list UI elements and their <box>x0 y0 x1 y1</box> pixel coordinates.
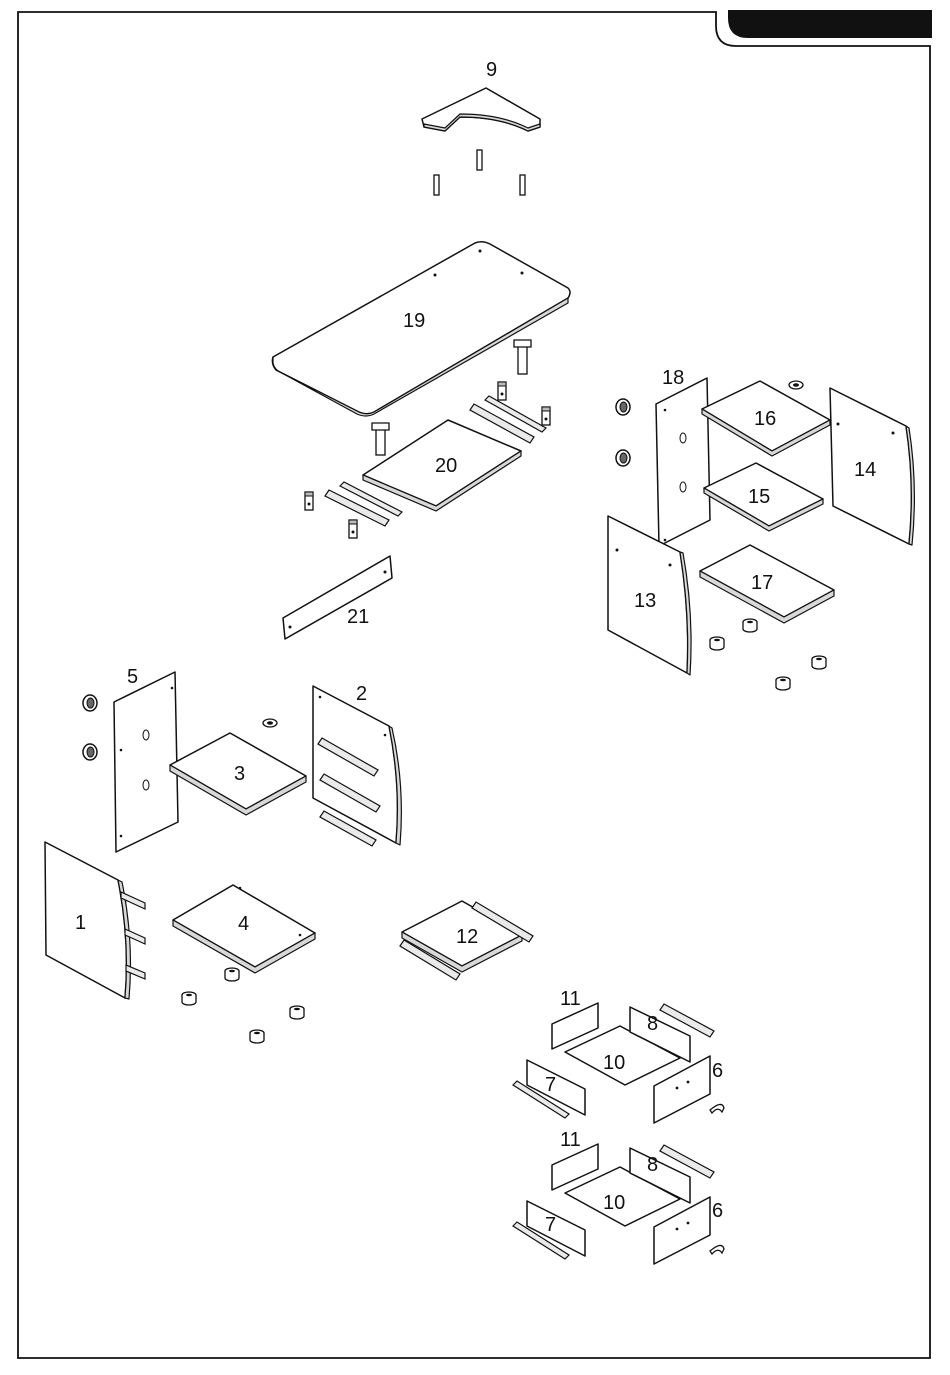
label-part-3: 3 <box>234 763 245 785</box>
drawer-handle <box>710 1104 724 1113</box>
label-part-2: 2 <box>356 683 367 705</box>
label-part-15: 15 <box>748 486 770 508</box>
label-part-16: 16 <box>754 408 776 430</box>
label-part-8: 8 <box>647 1013 658 1035</box>
part-21-back-rail <box>283 556 392 639</box>
dowel-peg <box>434 175 439 195</box>
dowel-peg <box>477 150 482 170</box>
pedestal-assembly <box>45 672 401 1043</box>
label-part-18: 18 <box>662 367 684 389</box>
label-part-13: 13 <box>634 590 656 612</box>
part-18-divider <box>656 378 710 546</box>
label-part-20: 20 <box>435 455 457 477</box>
label-part-11: 11 <box>560 988 581 1010</box>
part-5-inner-panel <box>114 672 178 852</box>
label-part-9: 9 <box>486 59 497 81</box>
label-part-10: 10 <box>603 1052 625 1074</box>
header-tab <box>728 10 932 38</box>
drawer-handle <box>710 1245 724 1254</box>
label-part-4: 4 <box>238 913 249 935</box>
label-part-10: 10 <box>603 1192 625 1214</box>
label-part-21: 21 <box>347 606 369 628</box>
label-part-1: 1 <box>75 912 86 934</box>
part-9-corner-shelf <box>422 88 540 195</box>
label-part-6: 6 <box>712 1200 723 1222</box>
label-part-8: 8 <box>647 1154 658 1176</box>
label-part-12: 12 <box>456 926 478 948</box>
label-part-19: 19 <box>403 310 425 332</box>
dowel-peg <box>520 175 525 195</box>
label-part-6: 6 <box>712 1060 723 1082</box>
label-part-17: 17 <box>751 572 773 594</box>
label-part-7: 7 <box>545 1214 556 1236</box>
label-part-5: 5 <box>127 666 138 688</box>
label-part-14: 14 <box>854 459 876 481</box>
label-part-11: 11 <box>560 1129 581 1151</box>
label-part-7: 7 <box>545 1074 556 1096</box>
